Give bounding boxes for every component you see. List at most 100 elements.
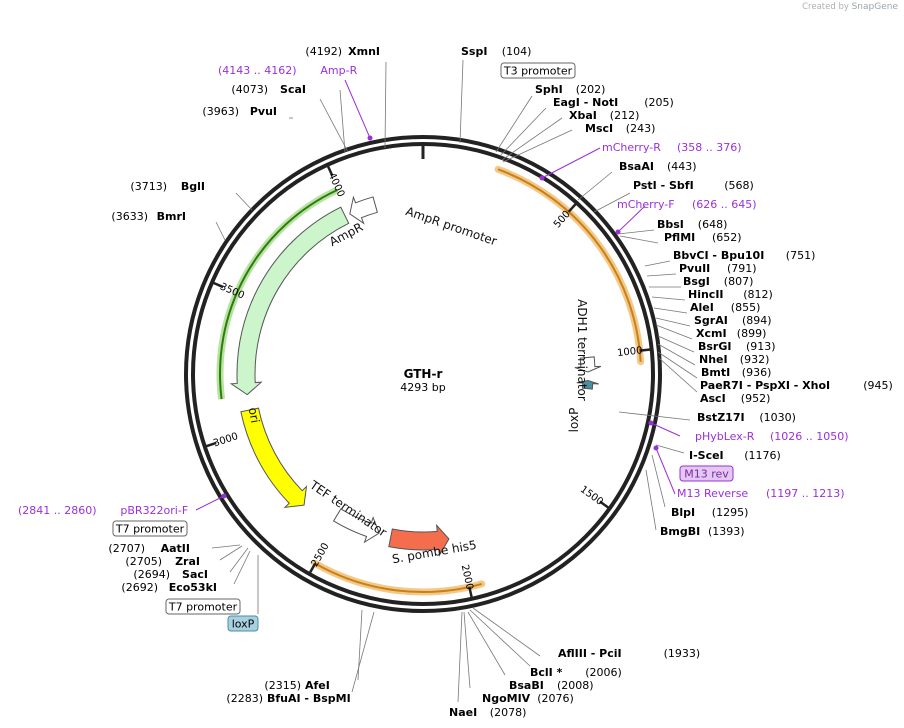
enzyme-pos-xcmi: (899) [737, 327, 767, 340]
box-label-t7-promoter-3: T7 promoter [168, 601, 238, 614]
tick-1500 [599, 500, 611, 510]
leader-12 [593, 192, 631, 213]
enzyme-pos-pvuii: (791) [727, 262, 757, 275]
leader-34 [457, 611, 463, 703]
box-label-t3-promoter-0: T3 promoter [503, 65, 573, 78]
enzyme-bsgi: BsgI [683, 275, 710, 288]
box-t3-promoter-0 [500, 62, 576, 79]
enzyme-bmri: BmrI [157, 210, 186, 223]
backbone-outer [184, 135, 662, 613]
enzyme-pos-sspi: (104) [502, 45, 532, 58]
enzyme-xbai: XbaI [569, 109, 597, 122]
enzyme-pos-blpi: (1295) [712, 506, 749, 519]
leader-31 [469, 609, 531, 667]
enzyme-pos-afei: (2315) [264, 679, 301, 692]
leader-14 [619, 235, 659, 244]
leader-40 [219, 545, 243, 561]
enzyme-bmgbi: BmgBI [660, 525, 700, 538]
leader-29 [645, 469, 657, 531]
leader-10 [502, 129, 573, 163]
backbone-ring [184, 135, 662, 613]
primer-range-mcherry-f: (626 .. 645) [692, 198, 757, 211]
feature-s-pombe-his5 [388, 523, 450, 557]
primer-leader-pbr322ori-f [195, 495, 225, 511]
enzyme-blpi: BlpI [671, 506, 695, 519]
enzyme-pos-nhei: (932) [740, 353, 770, 366]
enzyme-pos-msci: (243) [626, 122, 656, 135]
leader-16 [646, 273, 677, 277]
enzyme-pos-paer7i-pspxi-xhoi: (945) [863, 379, 893, 392]
leader-26 [618, 411, 691, 421]
tick-2000 [468, 586, 474, 599]
enzyme-saci: SacI [182, 568, 208, 581]
leader-28 [651, 454, 666, 508]
leader-13 [617, 229, 655, 235]
orf-arc-1 [497, 168, 642, 362]
enzyme-pos-sphi: (202) [576, 83, 606, 96]
feature-ori [240, 407, 308, 509]
leader-3 [339, 89, 346, 153]
enzyme-sgrai: SgrAI [694, 314, 728, 327]
leader-24 [657, 351, 698, 379]
tick-500 [567, 202, 578, 213]
enzyme-eagi-noti: EagI - NotI [553, 96, 618, 109]
enzyme-pos-sgrai: (894) [742, 314, 772, 327]
primer-m13-reverse: M13 Reverse [677, 487, 748, 500]
enzyme-psti-sbfi: PstI - SbfI [633, 179, 694, 192]
box-loxp-4 [227, 615, 259, 632]
leader-19 [653, 307, 688, 314]
enzyme-pos-bgli: (3713) [130, 180, 167, 193]
enzyme-pos-naei: (2078) [490, 706, 527, 719]
feature-adh1-terminator [574, 356, 602, 373]
leader-27 [655, 444, 685, 454]
enzyme-xmni: XmnI [348, 45, 380, 58]
feature-label-loxp: loxP [567, 408, 581, 433]
enzyme-pos-bstz17i: (1030) [759, 411, 796, 424]
plasmid-name: GTH-r [404, 367, 443, 381]
enzyme-pos-saci: (2694) [133, 568, 170, 581]
credit-prefix: Created by [802, 2, 849, 12]
enzyme-pos-bmgbi: (1393) [708, 525, 745, 538]
primer-amp-r: Amp-R [320, 64, 357, 77]
enzyme-pos-bsaai: (443) [667, 160, 697, 173]
enzyme-pos-hincii: (812) [743, 288, 773, 301]
leader-11 [577, 171, 613, 201]
primer-mcherry-f: mCherry-F [617, 198, 675, 211]
enzyme-bsrgi: BsrGI [698, 340, 731, 353]
enzyme-bbvci-bpu10i: BbvCI - Bpu10I [673, 249, 764, 262]
leader-18 [651, 296, 686, 301]
primer-range-phyblex-r: (1026 .. 1050) [770, 430, 849, 443]
enzyme-bsabi: BsaBI [509, 679, 544, 692]
primer-leader-m13-reverse [655, 447, 676, 495]
enzyme-pos-pvui: (3963) [202, 105, 239, 118]
credit-brand: SnapGene [851, 2, 898, 12]
feature-tef-terminator [332, 508, 380, 544]
primer-phyblex-r: pHybLex-R [695, 430, 755, 443]
box-t7-promoter-3 [165, 598, 241, 615]
tick-1000 [639, 348, 652, 352]
leader-38 [233, 550, 251, 585]
enzyme-bstz17i: BstZ17I [697, 411, 745, 424]
enzyme-pos-bmri: (3633) [111, 210, 148, 223]
site-labels: XmnI(4192)SspI(104)ScaI(4073)PvuI(3963)B… [18, 45, 893, 719]
ampr-arc [219, 189, 338, 400]
feature-ampr [229, 206, 350, 396]
tick-label-1500: 1500 [578, 484, 605, 508]
primer-leader-mcherry-r [541, 147, 601, 179]
enzyme-eco53ki: Eco53kI [169, 581, 217, 594]
leader-30 [472, 607, 541, 657]
enzyme-pos-bcli: (2006) [585, 666, 622, 679]
enzyme-pos-asci: (952) [741, 392, 771, 405]
enzyme-sspi: SspI [461, 45, 487, 58]
enzyme-asci: AscI [700, 392, 726, 405]
box-t7-promoter-2 [112, 520, 188, 537]
enzyme-pos-bbvci-bpu10i: (751) [786, 249, 816, 262]
leader-32 [467, 611, 506, 676]
enzyme-pflmi: PflMI [664, 231, 695, 244]
enzyme-pos-bsrgi: (913) [746, 340, 776, 353]
enzyme-pos-bbsi: (648) [698, 218, 728, 231]
leader-2 [319, 98, 349, 153]
enzyme-nhei: NheI [699, 353, 728, 366]
leader-20 [655, 317, 691, 327]
leader-23 [657, 343, 696, 366]
